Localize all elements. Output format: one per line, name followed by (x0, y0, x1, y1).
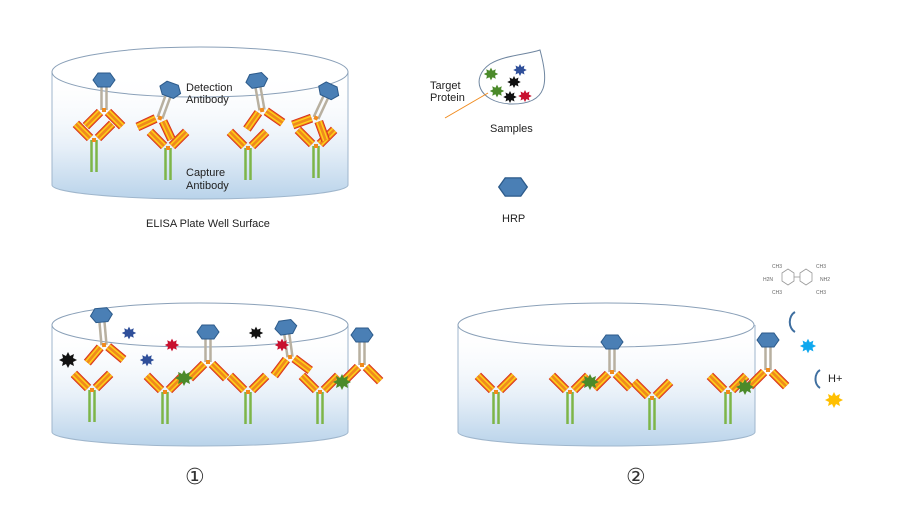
blue-product-icon (799, 338, 817, 354)
proton-label: H+ (828, 373, 842, 385)
samples-label: Samples (490, 123, 533, 135)
tmb-structure (781, 268, 813, 286)
target-protein-label-2: Protein (430, 92, 465, 104)
reaction-arrow-icon (814, 369, 821, 389)
step-1-label: ① (185, 465, 205, 490)
hrp-legend: HRP (498, 177, 528, 225)
target-protein-arrow (444, 92, 489, 119)
capture-antibody-label-2: Antibody (186, 180, 229, 192)
detection-antibody-label-1: Detection (186, 82, 232, 94)
svg-text:CH3: CH3 (772, 264, 782, 270)
svg-text:H2N: H2N (763, 277, 773, 283)
step-2-label: ② (626, 465, 646, 490)
svg-text:CH3: CH3 (816, 290, 826, 296)
capture-antibody-label-1: Capture (186, 167, 225, 179)
svg-text:CH3: CH3 (772, 290, 782, 296)
plate-surface-label: ELISA Plate Well Surface (146, 218, 270, 230)
tmb-groups: CH3 H2N CH3 CH3 NH2 CH3 (763, 264, 830, 296)
well-step-2: ② (457, 302, 788, 490)
reaction-arrow-icon (788, 311, 796, 333)
yellow-product-icon (825, 392, 843, 408)
hrp-icon (498, 177, 528, 197)
hrp-label: HRP (502, 213, 525, 225)
svg-text:NH2: NH2 (820, 277, 830, 283)
top-well: Detection Antibody Capture Antibody ELIS… (51, 46, 349, 230)
well-step-1: ① (51, 302, 382, 490)
detection-antibody-label-2: Antibody (186, 94, 229, 106)
samples-droplet: Target Protein Samples (430, 49, 546, 135)
target-protein-label-1: Target (430, 80, 461, 92)
svg-text:CH3: CH3 (816, 264, 826, 270)
